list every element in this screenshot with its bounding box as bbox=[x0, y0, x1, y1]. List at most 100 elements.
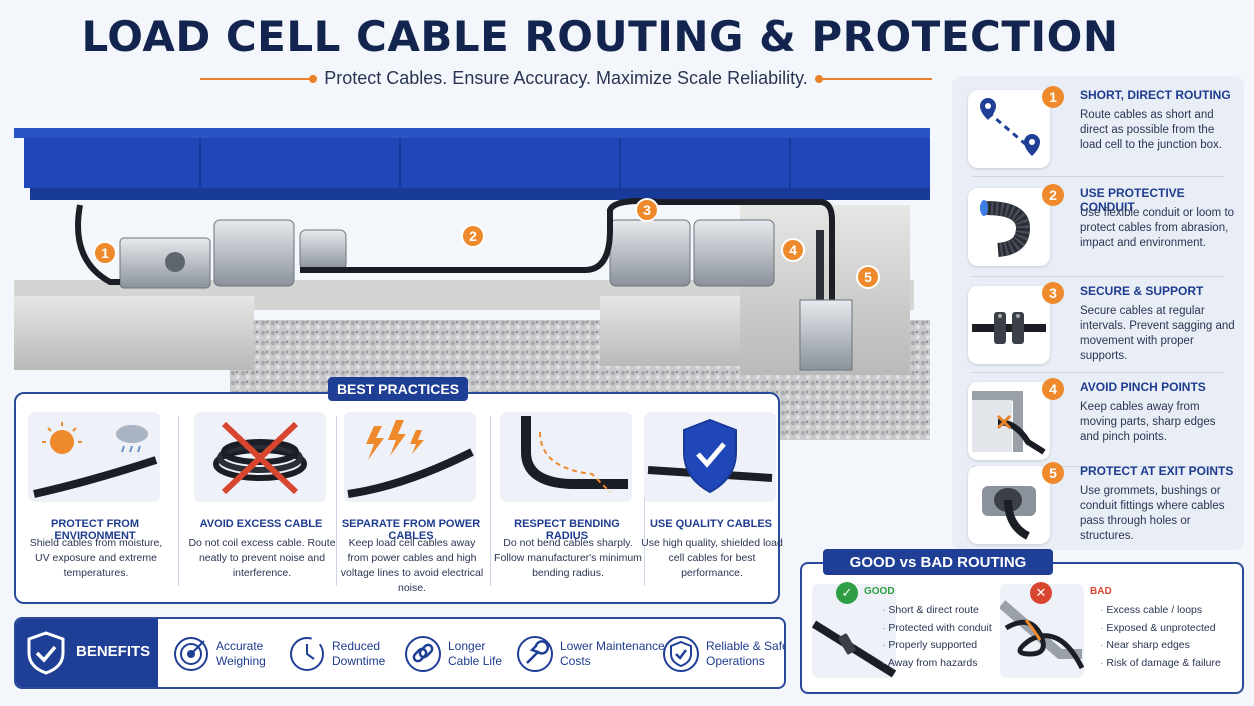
scale-deck-top bbox=[14, 128, 930, 138]
svg-text:5: 5 bbox=[864, 269, 872, 285]
weather-icon bbox=[28, 412, 160, 502]
subtitle: Protect Cables. Ensure Accuracy. Maximiz… bbox=[324, 68, 808, 88]
bp-item-excess-cable: AVOID EXCESS CABLE Do not coil excess ca… bbox=[186, 412, 336, 600]
list-item: Away from hazards bbox=[882, 655, 992, 673]
callout-markers: 1 2 3 4 5 bbox=[93, 198, 880, 289]
bp-divider bbox=[178, 416, 179, 586]
shield-check-icon bbox=[663, 636, 699, 672]
step-divider bbox=[972, 176, 1224, 177]
step-4: 4 AVOID PINCH POINTS Keep cables away fr… bbox=[962, 376, 1234, 464]
subtitle-row: Protect Cables. Ensure Accuracy. Maximiz… bbox=[200, 68, 933, 89]
bp-title: SEPARATE FROM POWER CABLES bbox=[341, 518, 481, 542]
step-5: 5 PROTECT AT EXIT POINTS Use grommets, b… bbox=[962, 460, 1234, 548]
step-divider bbox=[972, 466, 1224, 467]
best-practices-title: BEST PRACTICES bbox=[328, 377, 468, 401]
bp-title: AVOID EXCESS CABLE bbox=[199, 518, 323, 530]
good-vs-bad-title: GOOD vs BAD ROUTING bbox=[823, 549, 1053, 575]
subtitle-line-right bbox=[814, 74, 933, 83]
scale-deck-lower bbox=[30, 188, 930, 200]
step-3: 3 SECURE & SUPPORT Secure cables at regu… bbox=[962, 280, 1235, 368]
conduit-icon bbox=[968, 188, 1050, 266]
bend-radius-icon bbox=[500, 412, 632, 502]
callout-2: 2 bbox=[461, 224, 485, 248]
bp-desc: Shield cables from moisture, UV exposure… bbox=[29, 537, 163, 579]
page-title: LOAD CELL CABLE ROUTING & PROTECTION bbox=[81, 12, 1119, 61]
svg-text:4: 4 bbox=[789, 242, 797, 258]
svg-text:2: 2 bbox=[469, 228, 477, 244]
cable-main-run bbox=[75, 204, 120, 285]
clock-icon bbox=[290, 637, 324, 671]
bp-desc: Do not bend cables sharply. Follow manuf… bbox=[494, 537, 642, 579]
callout-5: 5 bbox=[856, 265, 880, 289]
step-1: 1 SHORT, DIRECT ROUTING Route cables as … bbox=[962, 84, 1234, 172]
callout-4: 4 bbox=[781, 238, 805, 262]
step-number: 1 bbox=[1042, 86, 1064, 108]
good-list: Short & direct route Protected with cond… bbox=[882, 602, 992, 672]
subtitle-line-left bbox=[200, 74, 318, 83]
bp-item-bending-radius: RESPECT BENDING RADIUS Do not bend cable… bbox=[492, 412, 642, 600]
step-number: 4 bbox=[1042, 378, 1064, 400]
best-practices-panel: PROTECT FROM ENVIRONMENT Shield cables f… bbox=[14, 392, 783, 604]
list-item: Properly supported bbox=[882, 637, 992, 655]
step-title: PROTECT AT EXIT POINTS bbox=[1080, 464, 1234, 478]
bp-title: RESPECT BENDING RADIUS bbox=[514, 518, 620, 542]
step-divider bbox=[972, 372, 1224, 373]
good-vs-bad-panel: ✓ GOOD Short & direct route Protected wi… bbox=[800, 562, 1244, 694]
shield-check-icon bbox=[27, 631, 65, 675]
step-divider bbox=[972, 276, 1224, 277]
scale-deck bbox=[24, 138, 930, 188]
bp-divider bbox=[490, 416, 491, 586]
bp-desc: Use high quality, shielded load cell cab… bbox=[641, 537, 783, 579]
list-item: Excess cable / loops bbox=[1100, 602, 1221, 620]
lightning-icon bbox=[344, 412, 476, 502]
bp-desc: Do not coil excess cable. Route neatly t… bbox=[188, 537, 336, 579]
benefits-title: BENEFITS bbox=[76, 643, 151, 660]
bp-item-power-cables: SEPARATE FROM POWER CABLES Keep load cel… bbox=[336, 412, 486, 600]
list-item: Protected with conduit bbox=[882, 620, 991, 638]
cross-icon: ✕ bbox=[1030, 582, 1052, 604]
load-cell-right bbox=[609, 219, 775, 287]
list-item: Exposed & unprotected bbox=[1100, 620, 1221, 638]
shield-check-icon bbox=[644, 412, 776, 502]
bp-title: PROTECT FROM ENVIRONMENT bbox=[51, 518, 139, 542]
step-title: AVOID PINCH POINTS bbox=[1080, 380, 1206, 394]
bp-item-quality-cables: USE QUALITY CABLES Use high quality, shi… bbox=[636, 412, 786, 600]
svg-text:1: 1 bbox=[101, 245, 109, 261]
cable-clamp-icon bbox=[968, 286, 1050, 364]
bp-item-environment: PROTECT FROM ENVIRONMENT Shield cables f… bbox=[20, 412, 170, 600]
good-label: GOOD bbox=[864, 586, 895, 597]
callout-1: 1 bbox=[93, 241, 117, 265]
step-desc: Keep cables away from moving parts, shar… bbox=[1080, 401, 1216, 443]
cable-center-run bbox=[300, 198, 835, 310]
bp-divider bbox=[336, 416, 337, 586]
grommet-icon bbox=[968, 466, 1050, 544]
list-item: Near sharp edges bbox=[1100, 637, 1221, 655]
step-desc: Use flexible conduit or loom to protect … bbox=[1080, 207, 1235, 249]
step-title: SHORT, DIRECT ROUTING bbox=[1080, 88, 1231, 102]
bp-desc: Keep load cell cables away from power ca… bbox=[340, 537, 484, 594]
step-desc: Secure cables at regular intervals. Prev… bbox=[1080, 305, 1235, 362]
steps-panel: 1 SHORT, DIRECT ROUTING Route cables as … bbox=[952, 76, 1244, 550]
list-item: Risk of damage & failure bbox=[1100, 655, 1220, 673]
location-pin-icon bbox=[968, 90, 1050, 168]
bad-label: BAD bbox=[1090, 586, 1112, 597]
step-number: 2 bbox=[1042, 184, 1064, 206]
scale-illustration: 1 2 3 4 5 bbox=[14, 128, 930, 440]
bp-divider bbox=[644, 416, 645, 586]
junction-box bbox=[799, 299, 853, 371]
list-item: Short & direct route bbox=[882, 602, 992, 620]
step-2: 2 USE PROTECTIVE CONDUIT Use flexible co… bbox=[962, 182, 1234, 270]
callout-3: 3 bbox=[635, 198, 659, 222]
target-icon bbox=[174, 637, 208, 671]
bp-title: USE QUALITY CABLES bbox=[649, 518, 773, 530]
step-number: 5 bbox=[1042, 462, 1064, 484]
check-icon: ✓ bbox=[836, 582, 858, 604]
step-title: USE PROTECTIVE CONDUIT bbox=[1080, 186, 1185, 214]
foundation-block-left bbox=[14, 296, 254, 370]
benefits-header: BENEFITS bbox=[16, 619, 158, 687]
wrench-icon bbox=[517, 636, 553, 672]
